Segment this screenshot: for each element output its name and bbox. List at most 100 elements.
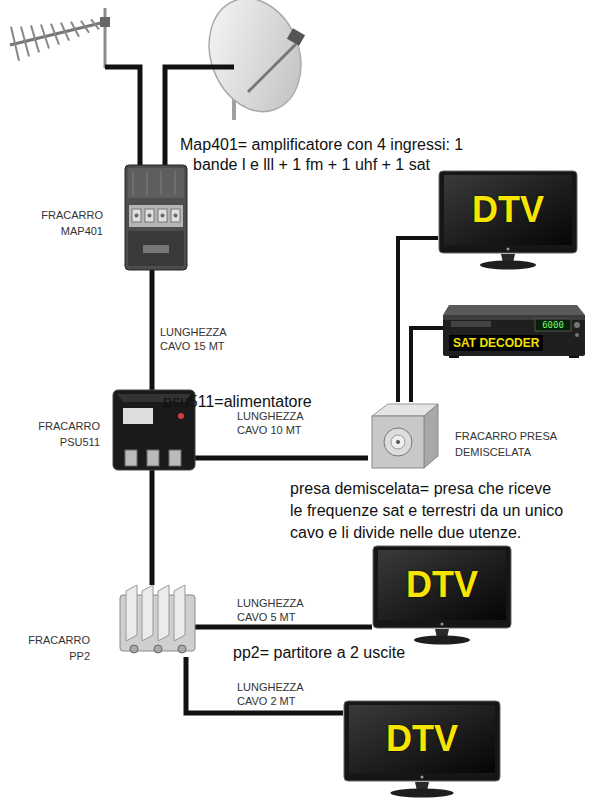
psu-led (178, 413, 184, 419)
coax-cable (195, 625, 372, 630)
coax-cable (411, 328, 443, 402)
f-connector (171, 209, 180, 222)
satellite-dish-part (287, 28, 305, 45)
note-text: pp2= partitore a 2 uscite (233, 643, 405, 663)
splitter-device-drawing (120, 585, 195, 657)
terrestrial-antenna-part (51, 24, 59, 45)
tv-logo (507, 248, 510, 251)
amplifier-rib (174, 171, 176, 195)
cable-length-label: LUNGHEZZA CAVO 5 MT (237, 596, 317, 624)
tv-frame (373, 546, 511, 628)
amplifier-device: FRACARRO MAP401 (125, 165, 187, 270)
tv-base (414, 636, 470, 645)
terrestrial-antenna-part (61, 23, 69, 41)
terrestrial-antenna-part (11, 27, 19, 61)
splitter-device: FRACARRO PP2 (120, 585, 195, 657)
display-digits: 6000 (535, 319, 571, 331)
f-connector (145, 209, 154, 222)
f-connector (161, 214, 165, 218)
terrestrial-antenna-part (71, 22, 79, 37)
note-text: psu511=alimentatore (163, 392, 312, 412)
f-connector (147, 450, 159, 466)
socket-front (372, 416, 424, 468)
terrestrial-antenna-part (81, 21, 89, 33)
psu-label-plate (123, 408, 153, 424)
note-text: presa demiscelata= presa che riceve le f… (290, 478, 565, 544)
decoder-display (535, 319, 571, 331)
satellite-dish-part (194, 0, 316, 125)
f-connector (178, 645, 186, 653)
coax-cable (195, 456, 368, 461)
amplifier-base (128, 231, 184, 266)
tv-text: DTV (343, 719, 501, 759)
tv-set: DTV (438, 170, 578, 270)
sat-decoder: SAT DECODER (443, 303, 585, 358)
amplifier-body (125, 165, 187, 270)
amplifier-rib (146, 171, 148, 195)
tv-set: DTV (372, 545, 512, 645)
terrestrial-antenna-part (41, 25, 49, 49)
decoder-button (575, 333, 579, 337)
tv-base (390, 789, 453, 798)
splitter-rib (126, 585, 137, 641)
f-connector (169, 450, 181, 466)
note-text: Map401= amplificatore con 4 ingressi: 1 … (180, 135, 478, 175)
cable-length-label: LUNGHEZZA CAVO 10 MT (237, 409, 317, 437)
wall-socket-device-drawing (368, 402, 440, 472)
f-connector (132, 209, 141, 222)
terrestrial-antenna-part (91, 19, 99, 29)
decoder-body (443, 315, 585, 356)
tv-frame (439, 171, 577, 253)
f-connector (125, 450, 137, 466)
coax-cable (398, 238, 438, 402)
cable-length-label: LUNGHEZZA CAVO 2 MT (237, 680, 317, 708)
coax-cable (186, 657, 343, 713)
socket-pin (396, 440, 400, 444)
socket-jack (384, 428, 412, 456)
socket-side (424, 404, 438, 468)
decoder-logo (451, 321, 491, 327)
coax-cable (150, 470, 155, 585)
decoder-foot (449, 356, 459, 358)
decoder-label: SAT DECODER (449, 335, 543, 351)
tv-logo (421, 776, 424, 779)
amplifier-panel (129, 205, 183, 227)
satellite-dish-part (248, 44, 296, 92)
terrestrial-antenna (10, 8, 110, 68)
amplifier-rib (160, 171, 162, 195)
coax-cable (150, 270, 155, 390)
tv-text: DTV (372, 565, 512, 605)
f-connector (130, 645, 138, 653)
device-label: FRACARRO PP2 (5, 632, 90, 664)
f-connector (135, 214, 139, 218)
decoder-button (574, 322, 580, 328)
terrestrial-antenna-part (100, 17, 110, 27)
amplifier-cover (128, 168, 184, 198)
wall-socket-device: FRACARRO PRESA DEMISCELATA (368, 402, 440, 472)
socket-jack (391, 435, 405, 449)
f-connector (174, 214, 178, 218)
cable-length-label: LUNGHEZZA CAVO 15 MT (160, 325, 240, 353)
tv-logo (441, 623, 444, 626)
splitter-rib (174, 585, 185, 641)
amplifier-plate (143, 245, 169, 253)
decoder-top (443, 305, 585, 315)
splitter-rib (158, 585, 169, 641)
f-connector (148, 214, 152, 218)
f-connector (154, 645, 162, 653)
satellite-dish (194, 0, 316, 125)
terrestrial-antenna-part (31, 25, 39, 52)
device-label: FRACARRO PSU511 (15, 418, 100, 450)
splitter-rib (142, 585, 153, 641)
terrestrial-antenna-part (21, 26, 29, 56)
tv-frame (344, 701, 500, 781)
decoder-foot (569, 356, 579, 358)
tv-set: DTV (343, 700, 501, 798)
tv-text: DTV (438, 190, 578, 230)
amplifier-rib (132, 171, 134, 195)
f-connector (158, 209, 167, 222)
amplifier-device-drawing (125, 165, 187, 270)
device-label: FRACARRO MAP401 (18, 207, 103, 239)
antenna-cable-part (105, 67, 140, 165)
